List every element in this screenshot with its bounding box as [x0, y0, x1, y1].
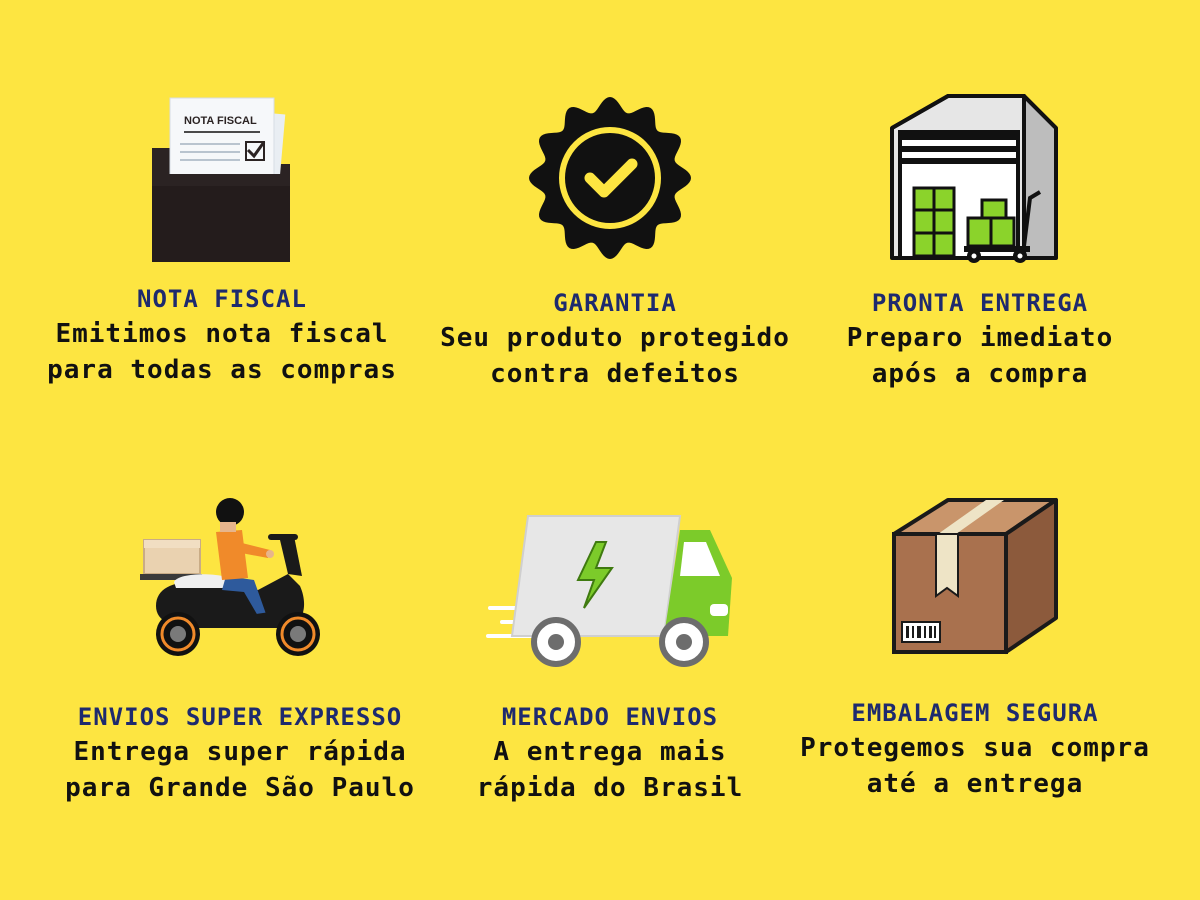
feature-nota-fiscal: NOTA FISCAL Emitimos nota fiscal para to…: [22, 282, 422, 388]
feature-title: GARANTIA: [553, 289, 677, 317]
feature-description-line-2: para Grande São Paulo: [65, 773, 415, 803]
feature-description-line-2: até a entrega: [866, 769, 1084, 799]
feature-title: ENVIOS SUPER EXPRESSO: [77, 703, 403, 731]
feature-description-line-1: Preparo imediato: [846, 323, 1114, 353]
feature-title: NOTA FISCAL: [137, 285, 307, 313]
package-box-icon: [892, 498, 1058, 654]
feature-description-line-1: A entrega mais: [493, 737, 727, 767]
feature-description-line-1: Seu produto protegido: [440, 323, 790, 353]
invoice-heading: NOTA FISCAL: [184, 115, 257, 127]
feature-description-line-2: após a compra: [871, 359, 1089, 389]
invoice-folder-icon: NOTA FISCAL: [152, 97, 290, 262]
feature-envios-super-expresso: ENVIOS SUPER EXPRESSO Entrega super rápi…: [30, 700, 450, 806]
feature-description-line-1: Emitimos nota fiscal: [55, 319, 389, 349]
feature-description-line-2: rápida do Brasil: [476, 773, 744, 803]
delivery-scooter-icon: [140, 498, 320, 656]
feature-embalagem-segura: EMBALAGEM SEGURA Protegemos sua compra a…: [780, 696, 1170, 802]
feature-description-line-2: para todas as compras: [47, 355, 397, 385]
feature-description-line-1: Entrega super rápida: [73, 737, 407, 767]
feature-pronta-entrega: PRONTA ENTREGA Preparo imediato após a c…: [800, 286, 1160, 392]
feature-garantia: GARANTIA Seu produto protegido contra de…: [410, 286, 820, 392]
feature-title: MERCADO ENVIOS: [501, 703, 719, 731]
feature-description-line-2: contra defeitos: [490, 359, 740, 389]
feature-mercado-envios: MERCADO ENVIOS A entrega mais rápida do …: [420, 700, 800, 806]
feature-title: PRONTA ENTREGA: [871, 289, 1089, 317]
feature-title: EMBALAGEM SEGURA: [851, 699, 1099, 727]
guarantee-seal-icon: [529, 97, 691, 259]
feature-description-line-1: Protegemos sua compra: [800, 733, 1150, 763]
delivery-truck-icon: [486, 515, 732, 667]
warehouse-icon: [890, 94, 1058, 263]
